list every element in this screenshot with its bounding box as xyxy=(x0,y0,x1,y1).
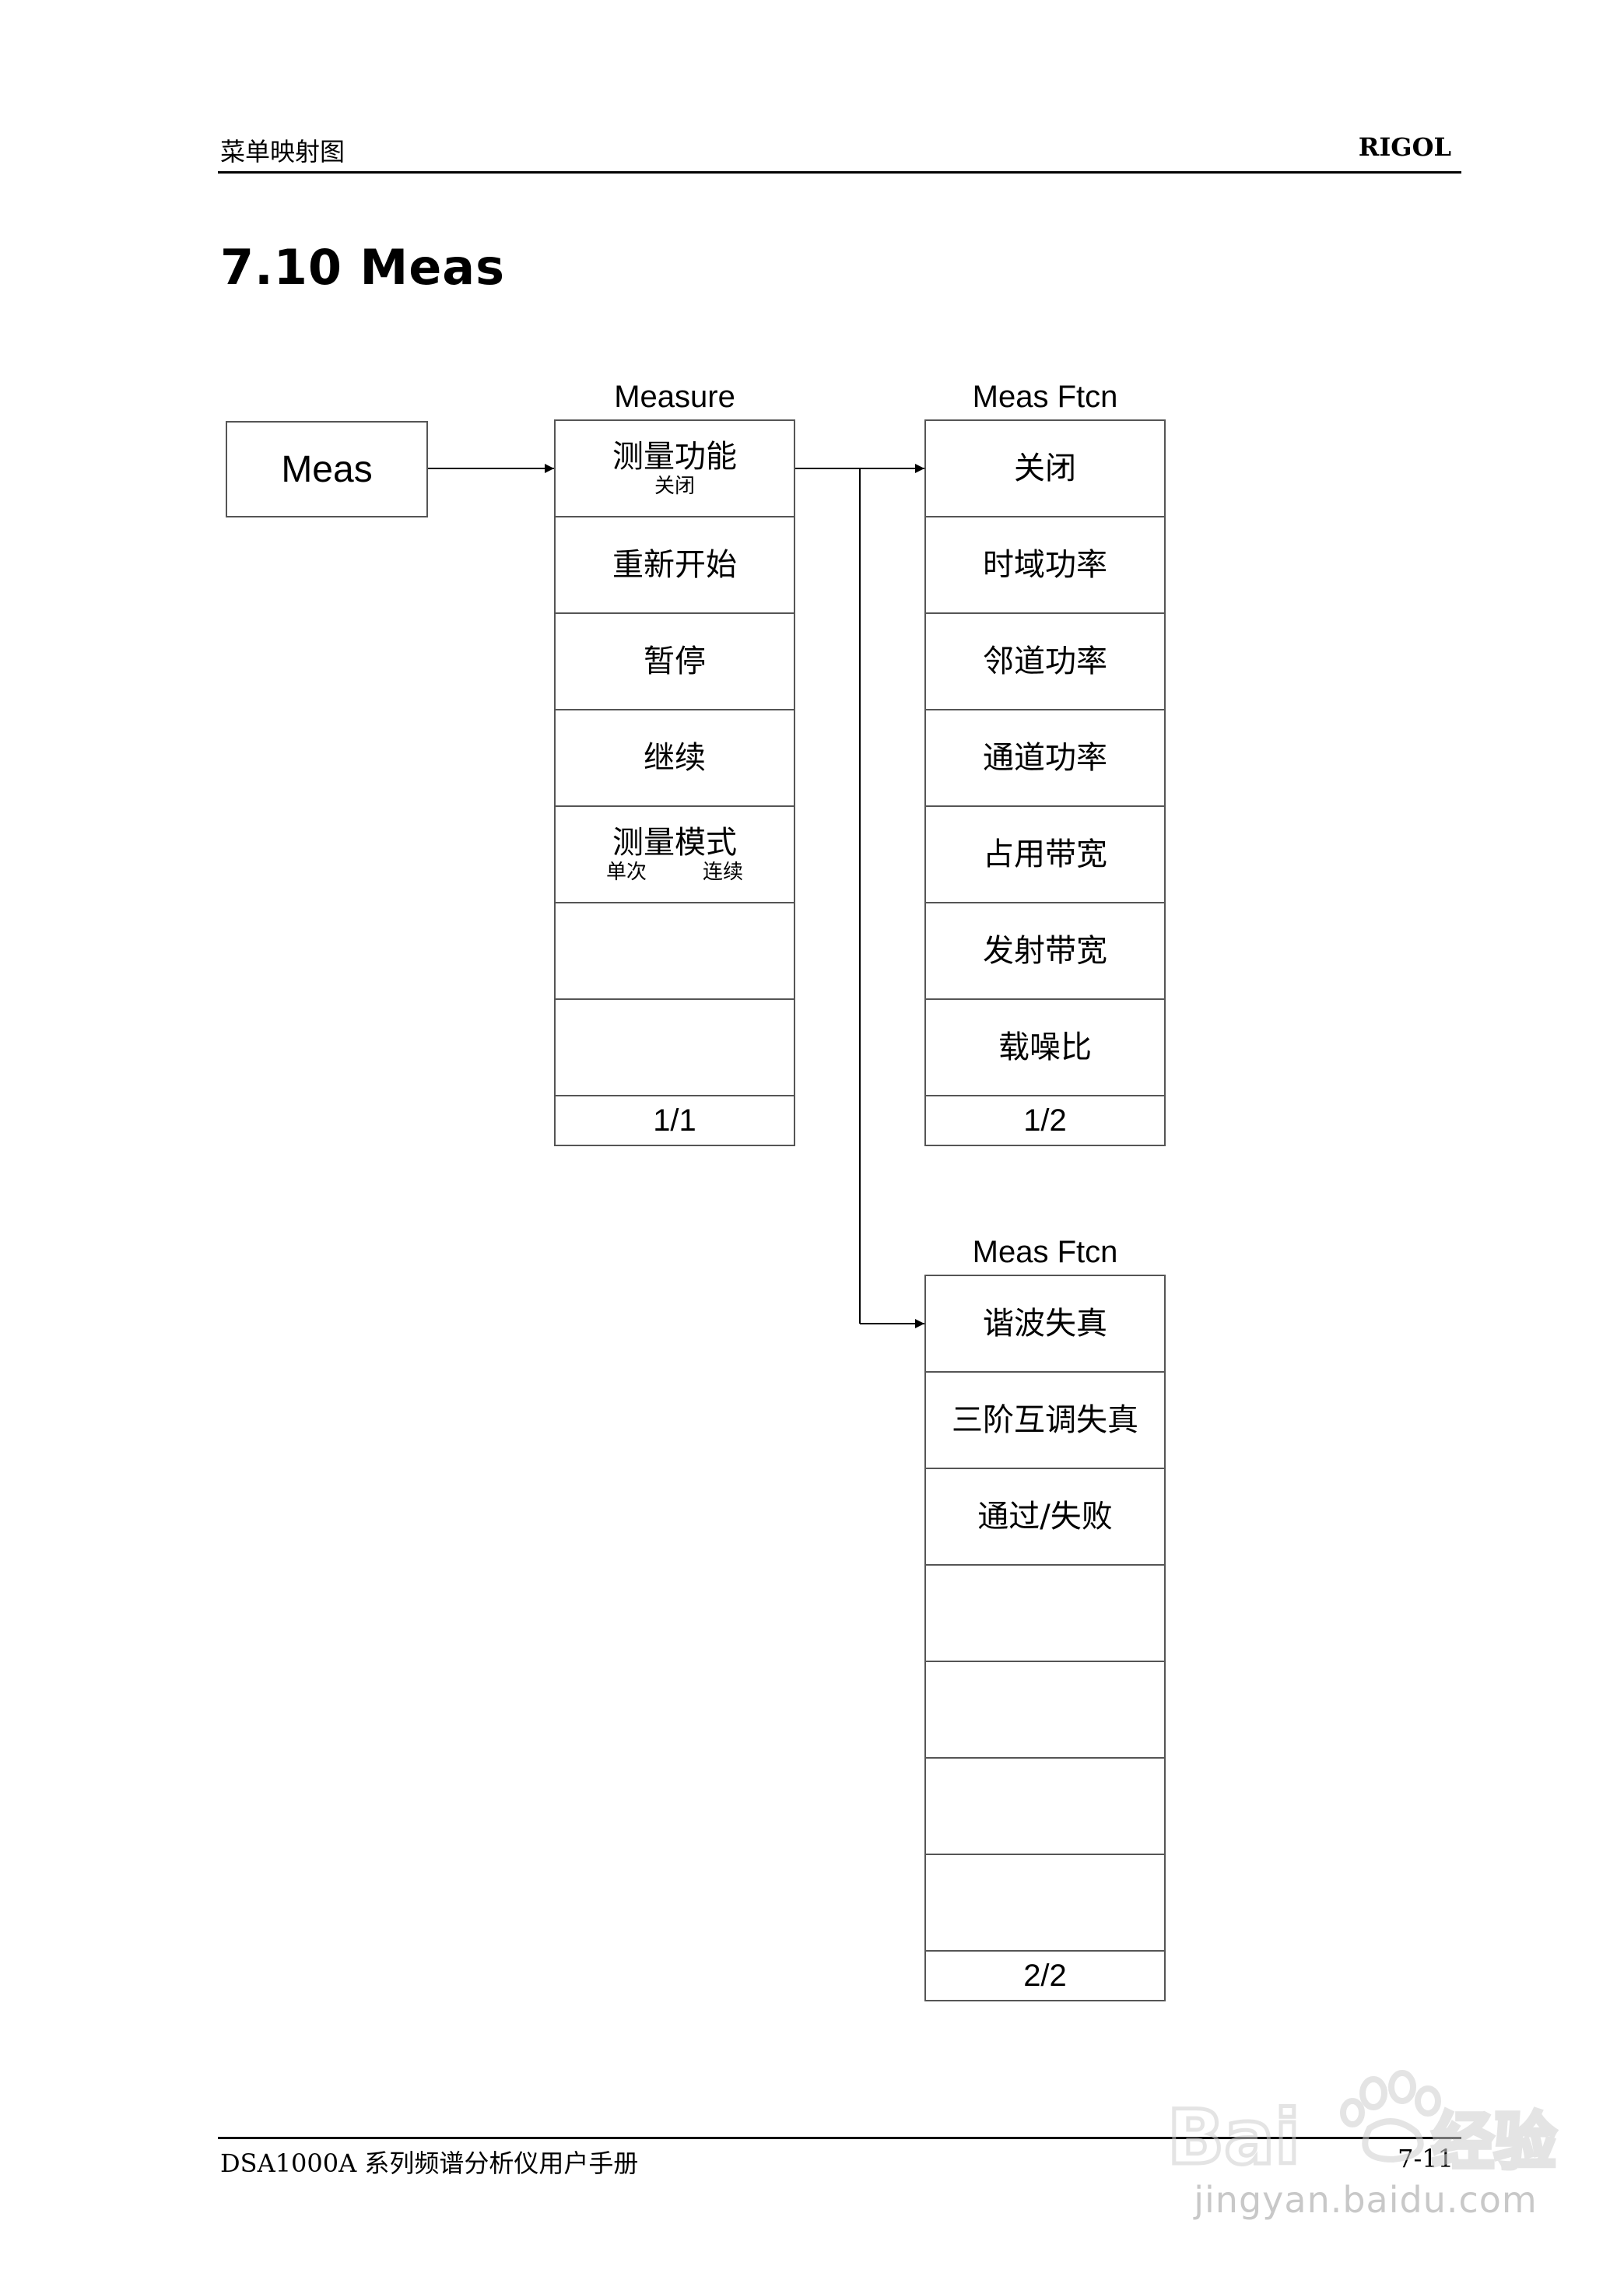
header-brand-logo: RIGOL xyxy=(1358,132,1451,162)
menu-item-label: 占用带宽 xyxy=(983,837,1107,872)
section-title: 7.10 Meas xyxy=(220,239,506,296)
footer-manual-title: DSA1000A 系列频谱分析仪用户手册 xyxy=(220,2148,639,2178)
menu-item-emission-bandwidth[interactable]: 发射带宽 xyxy=(926,903,1164,1000)
menu-page-indicator[interactable]: 2/2 xyxy=(1023,1958,1067,1993)
svg-text:经验: 经验 xyxy=(1432,2106,1556,2178)
header-rule xyxy=(218,171,1461,174)
meas-ftcn-menu-page2: 谐波失真 三阶互调失真 通过/失败 2/2 xyxy=(924,1275,1166,2001)
footer-rule xyxy=(218,2137,1461,2139)
meas-ftcn-menu-title: Meas Ftcn xyxy=(972,380,1118,414)
menu-item-empty xyxy=(556,1000,794,1096)
menu-item-empty xyxy=(926,1662,1164,1759)
svg-text:Bai: Bai xyxy=(1167,2094,1300,2181)
menu-item-empty xyxy=(926,1566,1164,1662)
menu-item-label: 关闭 xyxy=(1014,451,1076,486)
menu-item-empty xyxy=(926,1855,1164,1952)
menu-item-label: 继续 xyxy=(644,740,706,776)
measure-menu: 测量功能 关闭 重新开始 暂停 继续 测量模式 单次 连续 1/1 xyxy=(554,419,795,1146)
menu-item-channel-power[interactable]: 通道功率 xyxy=(926,710,1164,807)
menu-item-time-domain-power[interactable]: 时域功率 xyxy=(926,517,1164,614)
meas-ftcn-menu-page1: 关闭 时域功率 邻道功率 通道功率 占用带宽 发射带宽 载噪比 1/2 xyxy=(924,419,1166,1146)
menu-item-measure-function[interactable]: 测量功能 关闭 xyxy=(556,421,794,517)
menu-item-label: 三阶互调失真 xyxy=(952,1402,1138,1438)
menu-item-option: 连续 xyxy=(703,861,744,884)
menu-item-label: 时域功率 xyxy=(983,547,1107,583)
menu-item-resume[interactable]: 继续 xyxy=(556,710,794,807)
measure-menu-title: Measure xyxy=(614,380,735,414)
menu-item-empty xyxy=(926,1759,1164,1855)
menu-page-indicator[interactable]: 1/2 xyxy=(1023,1103,1067,1138)
menu-item-adjacent-channel-power[interactable]: 邻道功率 xyxy=(926,614,1164,710)
menu-item-label: 测量功能 xyxy=(612,439,737,475)
meas-key-button[interactable]: Meas xyxy=(226,421,428,517)
watermark-url: jingyan.baidu.com xyxy=(1194,2179,1538,2221)
menu-item-occupied-bandwidth[interactable]: 占用带宽 xyxy=(926,807,1164,903)
menu-page-indicator: 1/1 xyxy=(653,1103,696,1138)
menu-item-harmonic-distortion[interactable]: 谐波失真 xyxy=(926,1276,1164,1373)
menu-item-label: 通过/失败 xyxy=(977,1499,1113,1535)
menu-item-pause[interactable]: 暂停 xyxy=(556,614,794,710)
menu-item-label: 载噪比 xyxy=(998,1029,1092,1065)
menu-item-empty xyxy=(556,903,794,1000)
menu-item-label: 谐波失真 xyxy=(983,1306,1107,1342)
menu-item-label: 测量模式 xyxy=(612,825,737,861)
menu-item-carrier-noise-ratio[interactable]: 载噪比 xyxy=(926,1000,1164,1096)
menu-item-label: 暂停 xyxy=(644,644,706,679)
menu-item-label: 通道功率 xyxy=(983,740,1107,776)
header-chapter-title: 菜单映射图 xyxy=(220,137,345,167)
menu-item-off[interactable]: 关闭 xyxy=(926,421,1164,517)
menu-item-label: 重新开始 xyxy=(612,547,737,583)
baidu-watermark-logo: Bai 经验 xyxy=(1166,2070,1559,2184)
menu-item-restart[interactable]: 重新开始 xyxy=(556,517,794,614)
menu-item-label: 发射带宽 xyxy=(983,933,1107,969)
menu-item-option: 关闭 xyxy=(654,475,695,498)
menu-item-toi[interactable]: 三阶互调失真 xyxy=(926,1373,1164,1469)
menu-item-measure-mode[interactable]: 测量模式 单次 连续 xyxy=(556,807,794,903)
menu-item-label: 邻道功率 xyxy=(983,644,1107,679)
menu-item-pass-fail[interactable]: 通过/失败 xyxy=(926,1469,1164,1566)
meas-ftcn-menu-title: Meas Ftcn xyxy=(972,1235,1118,1269)
menu-item-option: 单次 xyxy=(605,861,647,884)
